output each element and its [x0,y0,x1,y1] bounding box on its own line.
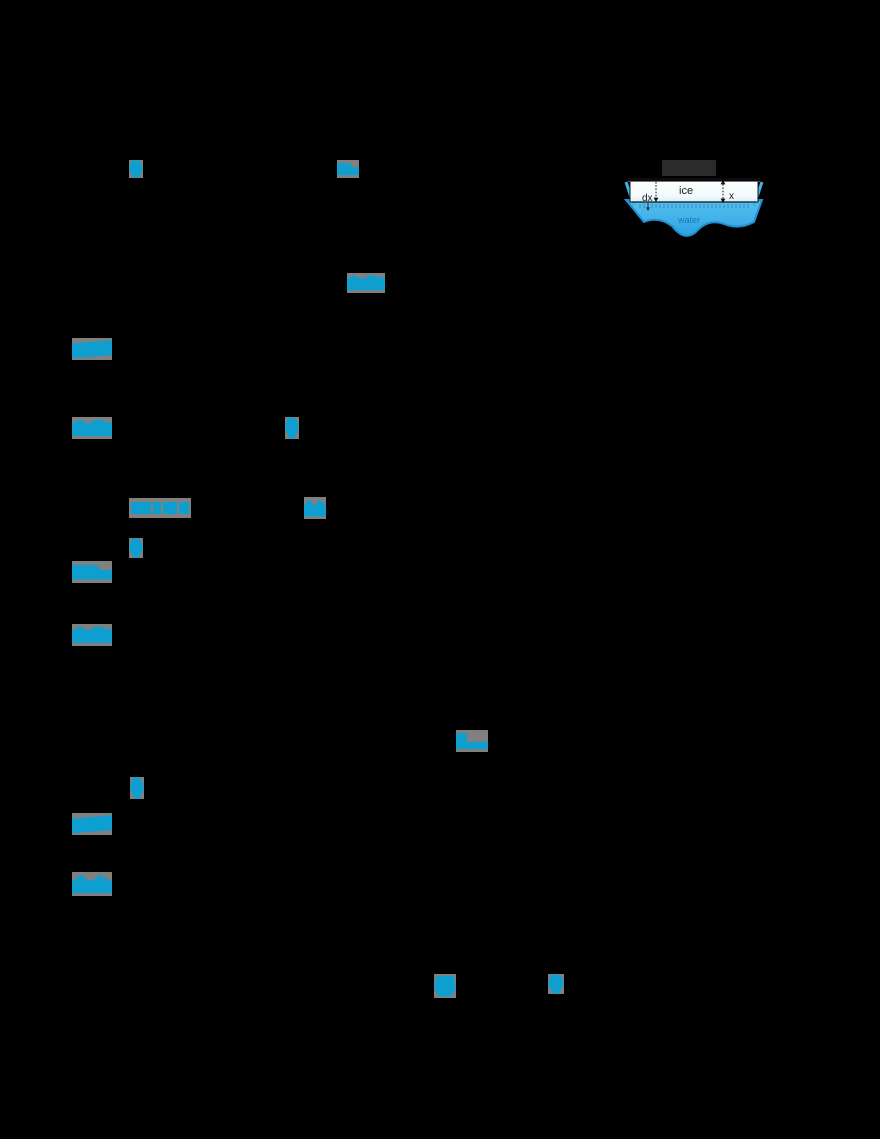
highlighted-word [179,502,189,514]
figure-graphic [623,178,764,237]
fragment-ink [337,163,359,176]
highlighted-text-fragment[interactable] [72,813,112,835]
highlighted-word [163,502,177,514]
water-body [623,199,764,237]
fragment-ink [72,340,112,359]
water-label: water [678,215,701,225]
highlighted-text-fragment[interactable] [72,417,112,439]
fragment-ink [72,874,112,894]
fragment-ink [72,564,112,580]
x-label: x [729,191,734,202]
fragment-ink [456,733,488,749]
fragment-ink [347,275,385,291]
highlighted-text-fragment[interactable] [130,777,144,799]
highlighted-text-fragment[interactable] [72,872,112,896]
dx-arrow [653,182,659,202]
highlighted-text-fragment[interactable] [72,624,112,646]
x-arrow [720,180,726,203]
highlighted-text-fragment[interactable] [337,160,359,178]
ice-label: ice [679,185,694,197]
fragment-ink [72,626,112,643]
fragment-ink [130,777,144,799]
fragment-ink [72,815,112,834]
highlighted-text-fragment[interactable] [304,497,326,519]
fragment-ink [129,538,143,558]
highlighted-text-fragment[interactable] [434,974,456,998]
highlighted-text-fragment[interactable] [129,160,143,178]
highlighted-text-fragment[interactable] [72,561,112,583]
figure-caption-block [662,160,716,176]
fragment-ink [304,499,326,517]
fragment-ink [434,975,456,997]
ice-on-water-diagram: ice dx x water [604,160,784,252]
highlighted-word [153,502,161,514]
highlighted-text-fragment[interactable] [72,338,112,360]
interface-hatching [639,204,749,208]
highlighted-text-fragment[interactable] [456,730,488,752]
fragment-ink [285,417,299,439]
highlighted-word-run[interactable] [129,498,191,518]
dx-label: dx [642,193,653,204]
interface-marker-arrow [646,203,650,211]
fragment-ink [548,974,564,994]
highlighted-text-fragment[interactable] [129,538,143,558]
highlighted-text-fragment[interactable] [548,974,564,994]
fragment-ink [129,160,143,178]
fragment-ink [72,419,112,436]
highlighted-text-fragment[interactable] [285,417,299,439]
highlighted-word [131,502,151,514]
highlighted-text-fragment[interactable] [347,273,385,293]
